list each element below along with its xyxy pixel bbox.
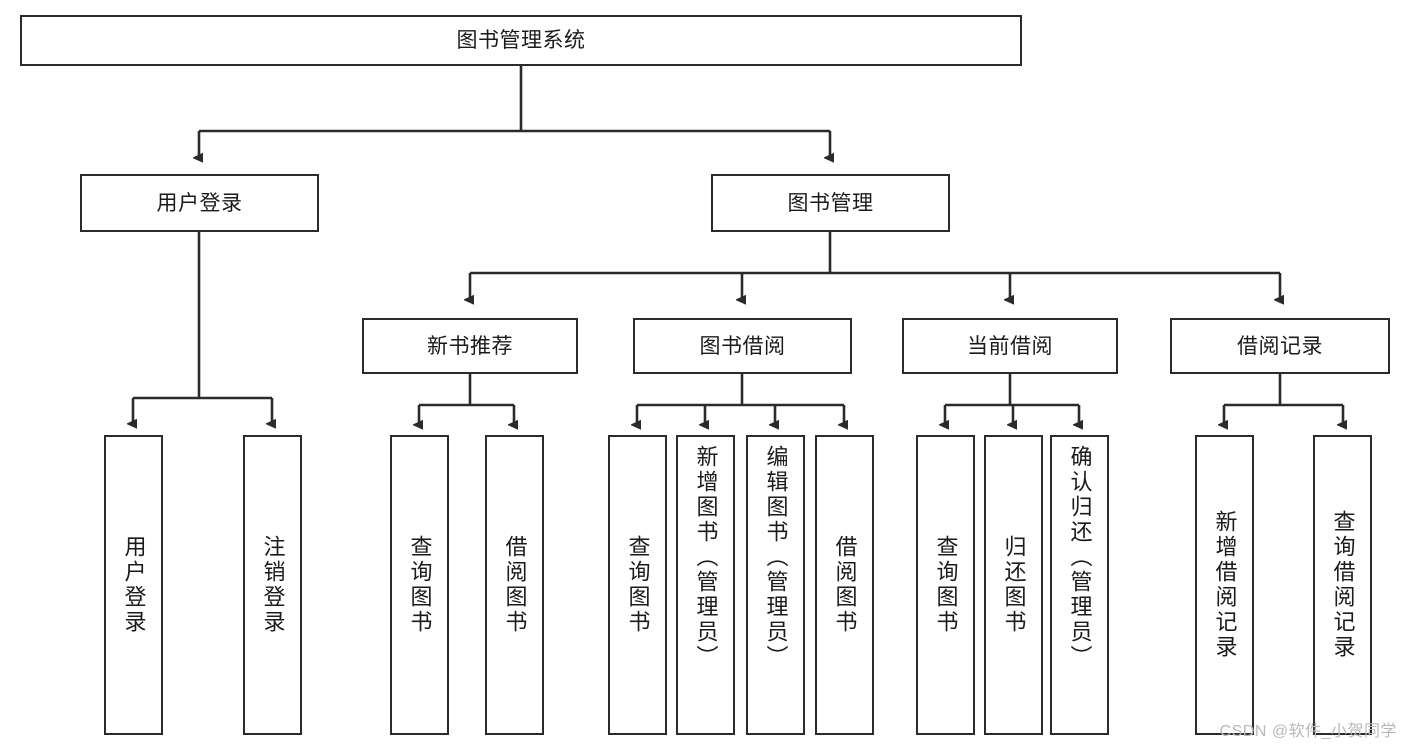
node-book-borrow[interactable]: 图书借阅 [633,318,852,374]
node-leaf-edit-book[interactable]: 编辑图书（管理员） [746,435,805,735]
node-leaf-borrow-book-2-label: 借阅图书 [832,535,858,635]
node-leaf-return-book[interactable]: 归还图书 [984,435,1043,735]
node-book-manage[interactable]: 图书管理 [711,174,950,232]
node-leaf-query-record[interactable]: 查询借阅记录 [1313,435,1372,735]
node-leaf-add-record[interactable]: 新增借阅记录 [1195,435,1254,735]
node-leaf-query-book-1-label: 查询图书 [407,535,433,635]
node-leaf-query-book-3[interactable]: 查询图书 [916,435,975,735]
node-leaf-query-book-1[interactable]: 查询图书 [390,435,449,735]
node-leaf-borrow-book-1[interactable]: 借阅图书 [485,435,544,735]
node-leaf-borrow-book-2[interactable]: 借阅图书 [815,435,874,735]
node-book-manage-label: 图书管理 [787,191,874,215]
node-leaf-query-book-3-label: 查询图书 [933,535,959,635]
node-user-login[interactable]: 用户登录 [80,174,319,232]
node-leaf-confirm-return[interactable]: 确认归还（管理员） [1050,435,1109,735]
node-leaf-user-logout-label: 注销登录 [260,535,286,635]
node-new-book-rec[interactable]: 新书推荐 [362,318,578,374]
node-leaf-confirm-return-label: 确认归还（管理员） [1067,445,1093,670]
csdn-watermark: CSDN @软件_小贺同学 [1219,723,1397,740]
node-leaf-query-record-label: 查询借阅记录 [1330,510,1356,660]
node-book-borrow-label: 图书借阅 [699,334,786,358]
node-leaf-query-book-2[interactable]: 查询图书 [608,435,667,735]
node-leaf-user-login-label: 用户登录 [121,535,147,635]
node-root-label: 图书管理系统 [456,29,586,52]
node-root[interactable]: 图书管理系统 [20,15,1022,66]
node-borrow-record-label: 借阅记录 [1237,334,1323,358]
node-leaf-user-login[interactable]: 用户登录 [104,435,163,735]
node-leaf-query-book-2-label: 查询图书 [625,535,651,635]
node-current-borrow[interactable]: 当前借阅 [902,318,1118,374]
node-borrow-record[interactable]: 借阅记录 [1170,318,1390,374]
node-new-book-rec-label: 新书推荐 [427,334,513,358]
node-leaf-add-record-label: 新增借阅记录 [1212,510,1238,660]
node-leaf-return-book-label: 归还图书 [1001,535,1027,635]
node-leaf-borrow-book-1-label: 借阅图书 [502,535,528,635]
node-leaf-add-book[interactable]: 新增图书（管理员） [676,435,735,735]
node-leaf-user-logout[interactable]: 注销登录 [243,435,302,735]
node-leaf-add-book-label: 新增图书（管理员） [693,445,719,670]
node-leaf-edit-book-label: 编辑图书（管理员） [763,445,789,670]
node-current-borrow-label: 当前借阅 [967,334,1053,358]
node-user-login-label: 用户登录 [156,191,243,215]
